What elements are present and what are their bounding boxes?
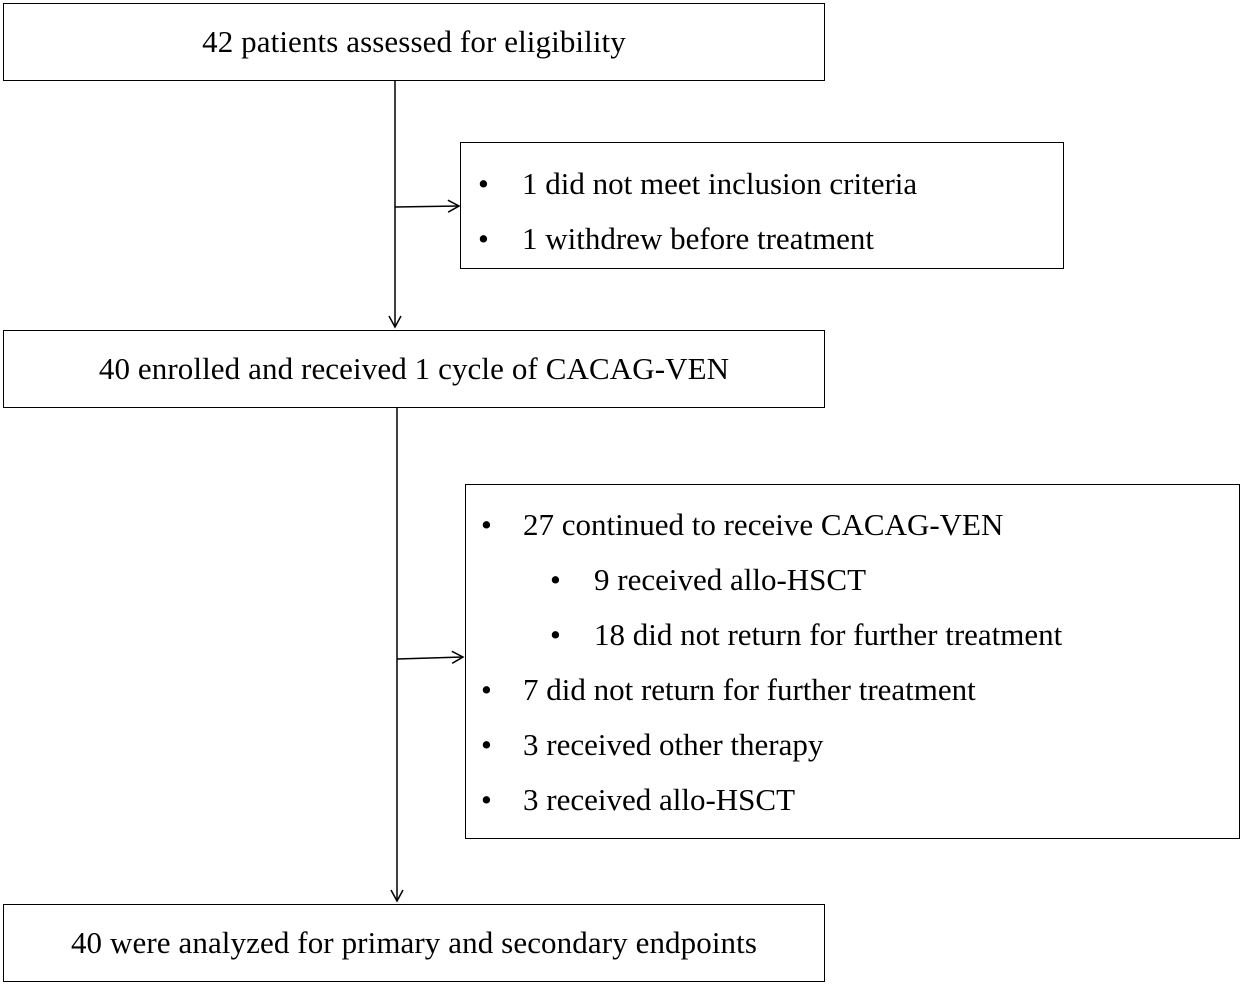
followup-item-text: 3 received allo-HSCT (523, 782, 796, 817)
enrolled-text: 40 enrolled and received 1 cycle of CACA… (98, 351, 730, 386)
bullet-icon: • (478, 221, 489, 256)
arrow-to-exclusions (394, 199, 461, 213)
followup-subitem-text: 18 did not return for further treatment (594, 617, 1063, 652)
followup-item-text: 3 received other therapy (523, 727, 824, 762)
followup-subitem-text: 9 received allo-HSCT (594, 562, 867, 597)
exclusion-item-text: 1 withdrew before treatment (522, 221, 875, 256)
assessed-text: 42 patients assessed for eligibility (202, 24, 626, 59)
bullet-icon: • (481, 727, 492, 762)
bullet-icon: • (481, 782, 492, 817)
bullet-icon: • (478, 166, 489, 201)
analyzed-text: 40 were analyzed for primary and seconda… (70, 925, 758, 960)
arrow-to-followup (396, 650, 465, 664)
exclusion-box: • 1 did not meet inclusion criteria • 1 … (460, 142, 1064, 269)
followup-box: • 27 continued to receive CACAG-VEN • 9 … (465, 484, 1240, 839)
analyzed-box: 40 were analyzed for primary and seconda… (3, 904, 825, 982)
bullet-icon: • (550, 617, 561, 652)
enrolled-box: 40 enrolled and received 1 cycle of CACA… (3, 330, 825, 408)
followup-item-text: 7 did not return for further treatment (523, 672, 976, 707)
bullet-icon: • (481, 672, 492, 707)
exclusion-item-text: 1 did not meet inclusion criteria (522, 166, 918, 201)
assessed-box: 42 patients assessed for eligibility (3, 3, 825, 81)
followup-item-text: 27 continued to receive CACAG-VEN (523, 507, 1004, 542)
bullet-icon: • (550, 562, 561, 597)
bullet-icon: • (481, 507, 492, 542)
